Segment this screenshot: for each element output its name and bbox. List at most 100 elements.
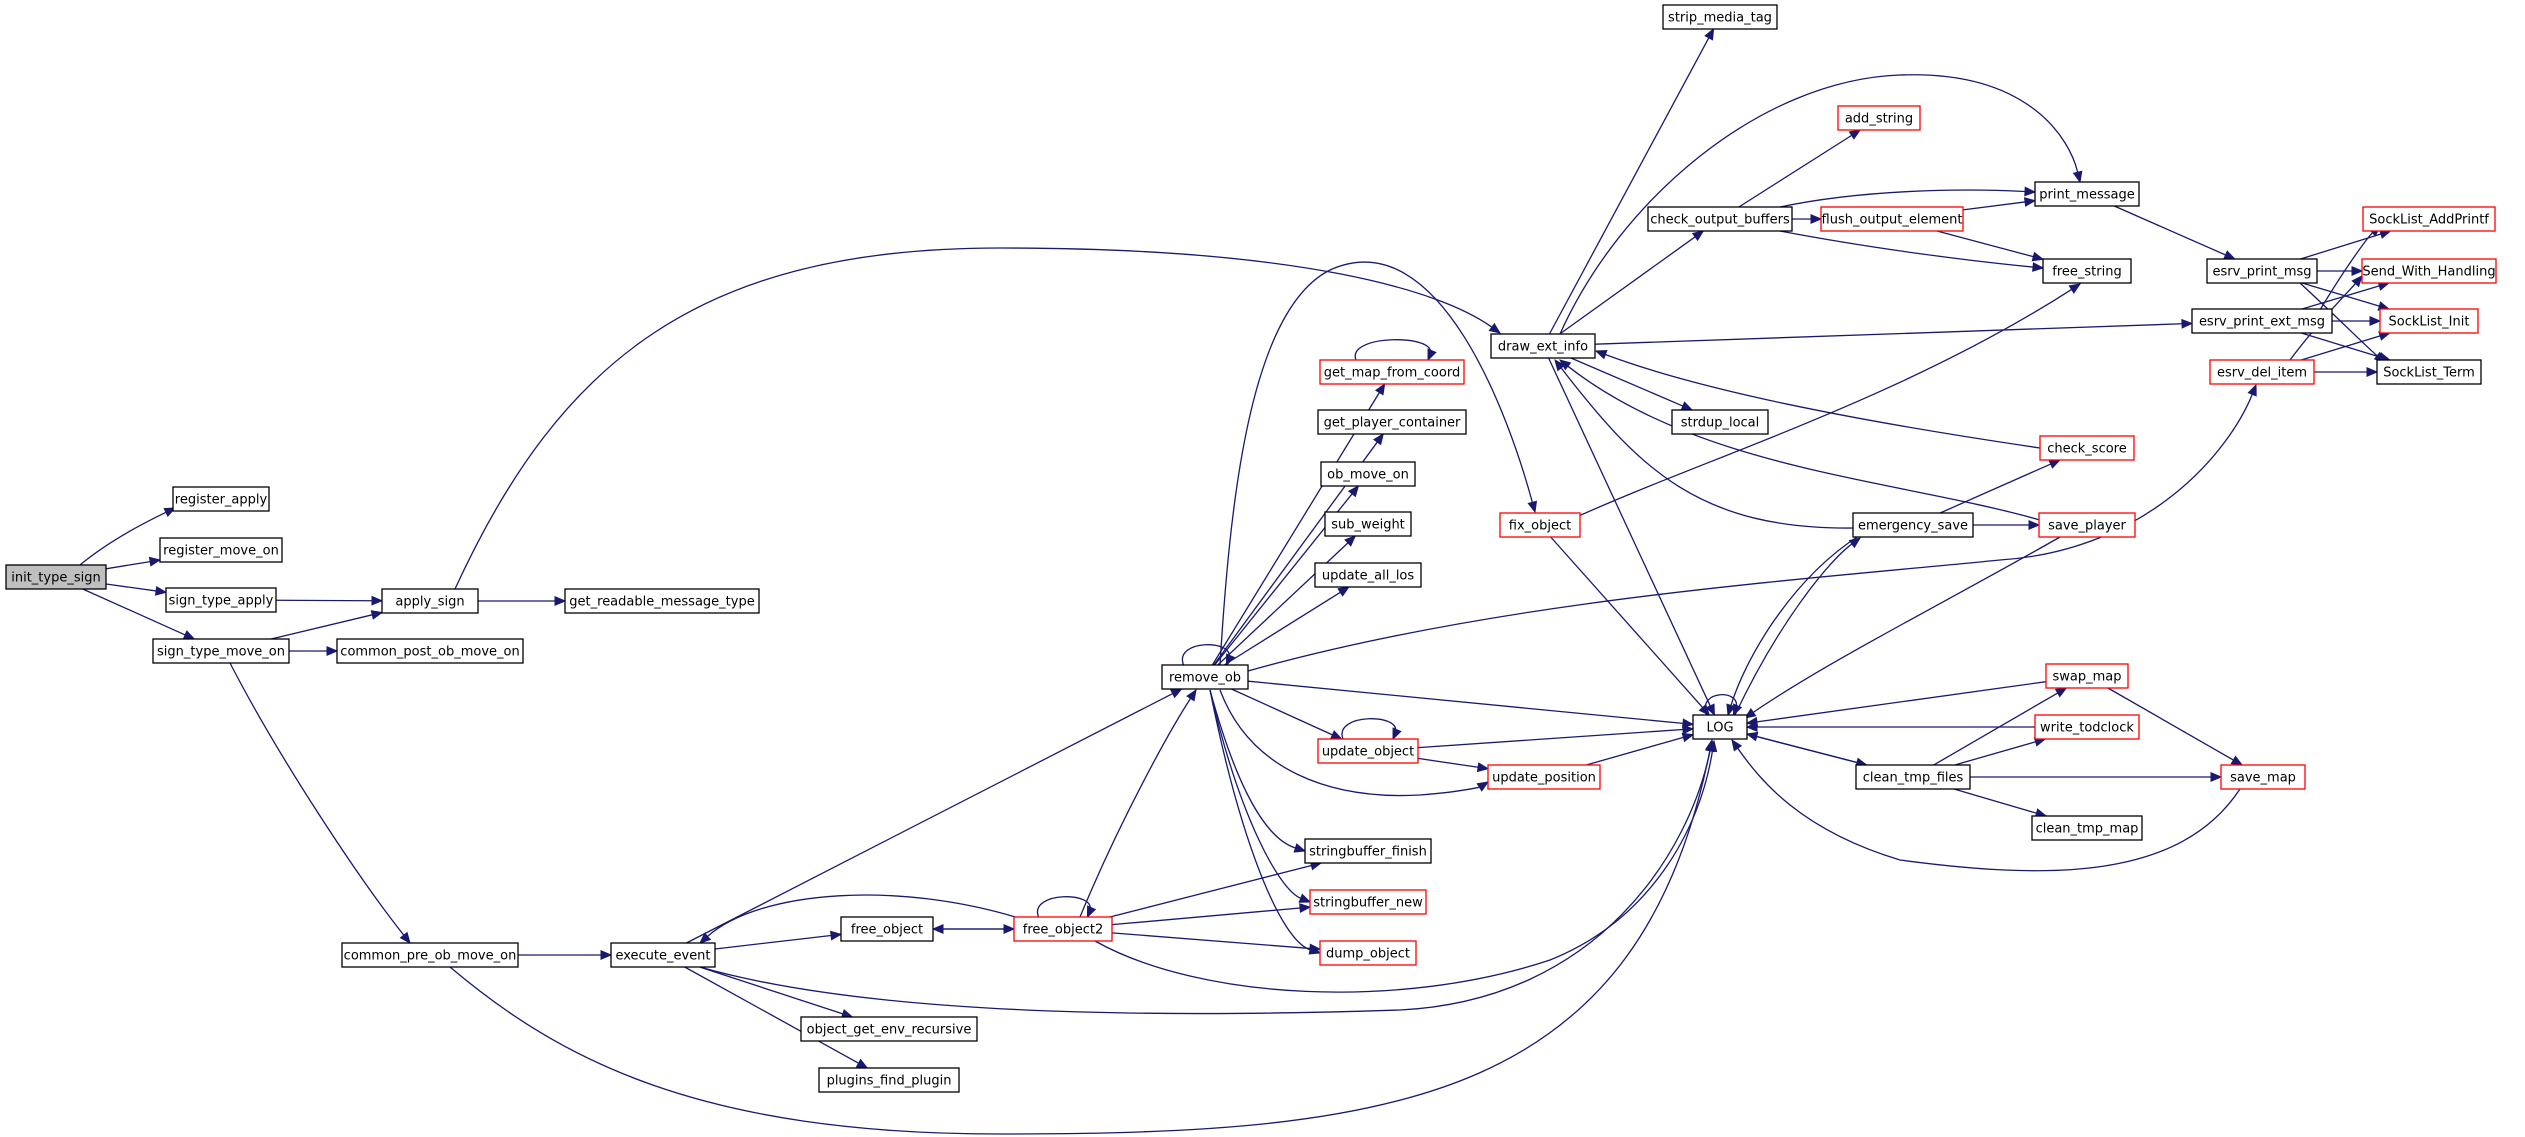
node-ob_move_on[interactable]: ob_move_on [1320,461,1416,487]
node-box-common_post_ob_move_on[interactable] [336,638,524,664]
node-box-apply_sign[interactable] [381,588,479,614]
node-swap_map[interactable]: swap_map [2045,663,2129,689]
node-common_pre_ob_move_on[interactable]: common_pre_ob_move_on [341,942,519,968]
node-free_string[interactable]: free_string [2042,258,2132,284]
node-register_move_on[interactable]: register_move_on [159,537,283,563]
node-box-check_score[interactable] [2039,435,2135,461]
node-check_output_buffers[interactable]: check_output_buffers [1647,206,1793,232]
node-box-clean_tmp_files[interactable] [1855,764,1971,790]
node-box-add_string[interactable] [1837,105,1921,131]
node-box-LOG[interactable] [1692,714,1748,740]
node-box-emergency_save[interactable] [1852,512,1974,538]
node-dump_object[interactable]: dump_object [1319,940,1417,966]
node-SockList_Term[interactable]: SockList_Term [2376,359,2482,385]
node-stringbuffer_new[interactable]: stringbuffer_new [1309,889,1427,915]
node-box-update_all_los[interactable] [1314,562,1422,588]
node-emergency_save[interactable]: emergency_save [1852,512,1974,538]
node-apply_sign[interactable]: apply_sign [381,588,479,614]
node-box-sign_type_move_on[interactable] [152,638,290,664]
node-write_todclock[interactable]: write_todclock [2034,714,2140,740]
node-common_post_ob_move_on[interactable]: common_post_ob_move_on [336,638,524,664]
node-update_position[interactable]: update_position [1487,764,1601,790]
node-box-free_object2[interactable] [1013,916,1113,942]
node-SockList_AddPrintf[interactable]: SockList_AddPrintf [2362,206,2496,232]
node-box-get_map_from_coord[interactable] [1319,359,1465,385]
node-box-stringbuffer_new[interactable] [1309,889,1427,915]
node-remove_ob[interactable]: remove_ob [1161,664,1249,690]
node-esrv_del_item[interactable]: esrv_del_item [2209,359,2315,385]
node-box-plugins_find_plugin[interactable] [818,1067,960,1093]
node-clean_tmp_map[interactable]: clean_tmp_map [2031,815,2143,841]
node-box-common_pre_ob_move_on[interactable] [341,942,519,968]
node-box-get_player_container[interactable] [1317,409,1467,435]
node-draw_ext_info[interactable]: draw_ext_info [1490,333,1596,359]
node-box-Send_With_Handling[interactable] [2361,258,2497,284]
node-box-save_map[interactable] [2220,764,2306,790]
node-plugins_find_plugin[interactable]: plugins_find_plugin [818,1067,960,1093]
node-Send_With_Handling[interactable]: Send_With_Handling [2361,258,2497,284]
node-box-fix_object[interactable] [1499,512,1581,538]
node-save_map[interactable]: save_map [2220,764,2306,790]
node-clean_tmp_files[interactable]: clean_tmp_files [1855,764,1971,790]
node-box-dump_object[interactable] [1319,940,1417,966]
node-box-init_type_sign[interactable] [5,564,107,590]
node-fix_object[interactable]: fix_object [1499,512,1581,538]
node-box-save_player[interactable] [2038,512,2136,538]
node-strdup_local[interactable]: strdup_local [1671,409,1769,435]
node-strip_media_tag[interactable]: strip_media_tag [1662,4,1778,30]
node-free_object2[interactable]: free_object2 [1013,916,1113,942]
node-free_object[interactable]: free_object [840,916,934,942]
node-box-flush_output_element[interactable] [1820,206,1964,232]
node-box-print_message[interactable] [2034,181,2140,207]
node-box-esrv_print_ext_msg[interactable] [2191,308,2333,334]
node-box-register_move_on[interactable] [159,537,283,563]
node-execute_event[interactable]: execute_event [610,942,716,968]
node-box-ob_move_on[interactable] [1320,461,1416,487]
node-save_player[interactable]: save_player [2038,512,2136,538]
node-box-esrv_print_msg[interactable] [2206,258,2318,284]
node-box-free_object[interactable] [840,916,934,942]
node-box-strdup_local[interactable] [1671,409,1769,435]
node-register_apply[interactable]: register_apply [172,486,270,512]
node-box-update_position[interactable] [1487,764,1601,790]
node-box-draw_ext_info[interactable] [1490,333,1596,359]
node-box-SockList_Init[interactable] [2379,308,2479,334]
node-get_readable_message_type[interactable]: get_readable_message_type [564,588,760,614]
node-update_all_los[interactable]: update_all_los [1314,562,1422,588]
node-esrv_print_msg[interactable]: esrv_print_msg [2206,258,2318,284]
node-box-write_todclock[interactable] [2034,714,2140,740]
node-box-clean_tmp_map[interactable] [2031,815,2143,841]
node-stringbuffer_finish[interactable]: stringbuffer_finish [1304,838,1432,864]
node-box-free_string[interactable] [2042,258,2132,284]
node-box-object_get_env_recursive[interactable] [800,1016,978,1042]
node-sign_type_move_on[interactable]: sign_type_move_on [152,638,290,664]
node-check_score[interactable]: check_score [2039,435,2135,461]
node-box-register_apply[interactable] [172,486,270,512]
node-sign_type_apply[interactable]: sign_type_apply [165,587,277,613]
node-box-sub_weight[interactable] [1324,511,1412,537]
node-LOG[interactable]: LOG [1692,714,1748,740]
node-box-SockList_Term[interactable] [2376,359,2482,385]
node-init_type_sign[interactable]: init_type_sign [5,564,107,590]
node-box-remove_ob[interactable] [1161,664,1249,690]
node-SockList_Init[interactable]: SockList_Init [2379,308,2479,334]
node-get_player_container[interactable]: get_player_container [1317,409,1467,435]
node-box-get_readable_message_type[interactable] [564,588,760,614]
node-box-update_object[interactable] [1317,738,1419,764]
node-add_string[interactable]: add_string [1837,105,1921,131]
node-box-SockList_AddPrintf[interactable] [2362,206,2496,232]
node-print_message[interactable]: print_message [2034,181,2140,207]
node-esrv_print_ext_msg[interactable]: esrv_print_ext_msg [2191,308,2333,334]
node-box-strip_media_tag[interactable] [1662,4,1778,30]
node-box-esrv_del_item[interactable] [2209,359,2315,385]
node-box-swap_map[interactable] [2045,663,2129,689]
node-box-sign_type_apply[interactable] [165,587,277,613]
node-object_get_env_recursive[interactable]: object_get_env_recursive [800,1016,978,1042]
node-sub_weight[interactable]: sub_weight [1324,511,1412,537]
node-flush_output_element[interactable]: flush_output_element [1820,206,1964,232]
node-update_object[interactable]: update_object [1317,738,1419,764]
node-box-check_output_buffers[interactable] [1647,206,1793,232]
node-box-execute_event[interactable] [610,942,716,968]
node-box-stringbuffer_finish[interactable] [1304,838,1432,864]
node-get_map_from_coord[interactable]: get_map_from_coord [1319,359,1465,385]
